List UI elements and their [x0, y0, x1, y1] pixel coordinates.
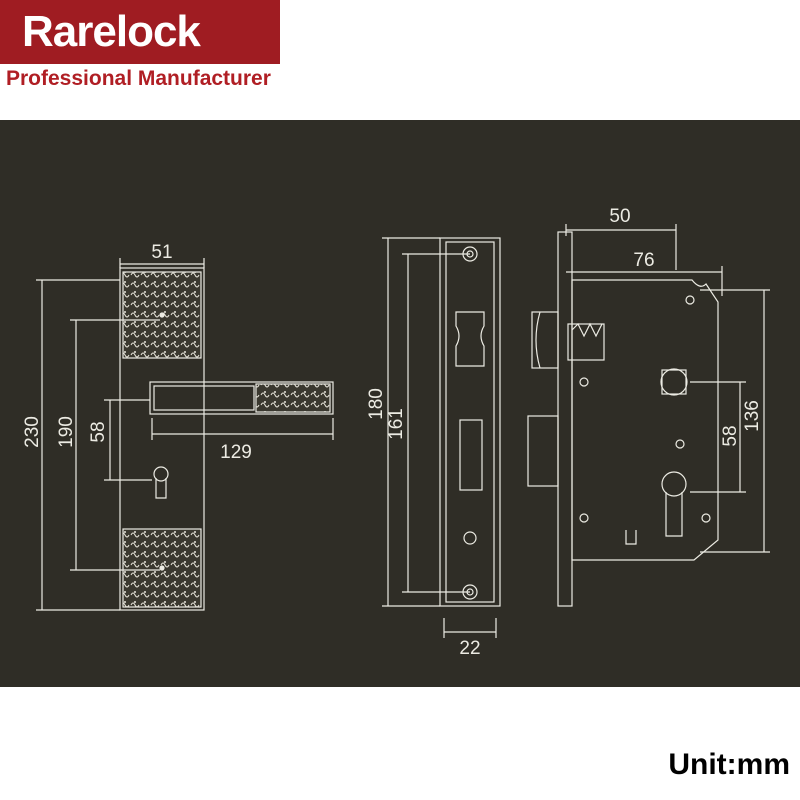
handle-top-ornament — [122, 271, 202, 359]
handle-lever — [149, 381, 334, 415]
keyhole — [153, 466, 169, 482]
handle-backplate — [119, 267, 205, 611]
spindle-hub — [661, 369, 687, 395]
door-handle-drawing — [36, 258, 334, 611]
faceplate-drawing — [382, 237, 501, 638]
dim-label-hole-spacing: 190 — [56, 416, 77, 448]
unit-label: Unit:mm — [668, 748, 790, 781]
deadbolt-opening — [459, 419, 483, 491]
lever-ornament — [255, 383, 331, 413]
case-front-plate — [557, 231, 573, 607]
dim-label-faceplate-height: 180 — [366, 388, 387, 420]
deadbolt — [527, 415, 559, 487]
brand-header: Rarelock Professional Manufacturer — [0, 0, 280, 98]
lock-dimension-drawing: 51 230 190 58 129 180 161 22 50 76 136 5… — [22, 206, 770, 659]
dim-label-case-height: 136 — [742, 400, 763, 432]
dim-label-handle-height: 230 — [22, 416, 43, 448]
dim-label-faceplate-holes: 161 — [386, 408, 407, 440]
brand-tagline: Professional Manufacturer — [6, 67, 271, 90]
dim-label-spindle-cylinder: 58 — [720, 425, 741, 446]
brand-logo: Rarelock — [22, 7, 201, 56]
dim-label-lever-offset: 58 — [88, 421, 109, 442]
dim-label-lever-length: 129 — [220, 442, 252, 463]
technical-drawing-panel: 51 230 190 58 129 180 161 22 50 76 136 5… — [0, 120, 800, 687]
latch-spring — [571, 322, 603, 338]
dim-label-faceplate-width: 22 — [459, 638, 480, 659]
latch-bolt — [531, 311, 559, 369]
dim-label-handle-width: 51 — [151, 242, 172, 263]
brand-banner: Rarelock — [0, 0, 280, 64]
mortise-case-drawing — [527, 224, 770, 607]
dim-label-case-depth: 76 — [633, 250, 654, 271]
cylinder-hole — [661, 471, 687, 497]
case-body — [571, 279, 719, 561]
dim-label-backset: 50 — [609, 206, 630, 227]
faceplate — [439, 237, 501, 607]
latch-opening — [455, 311, 485, 367]
